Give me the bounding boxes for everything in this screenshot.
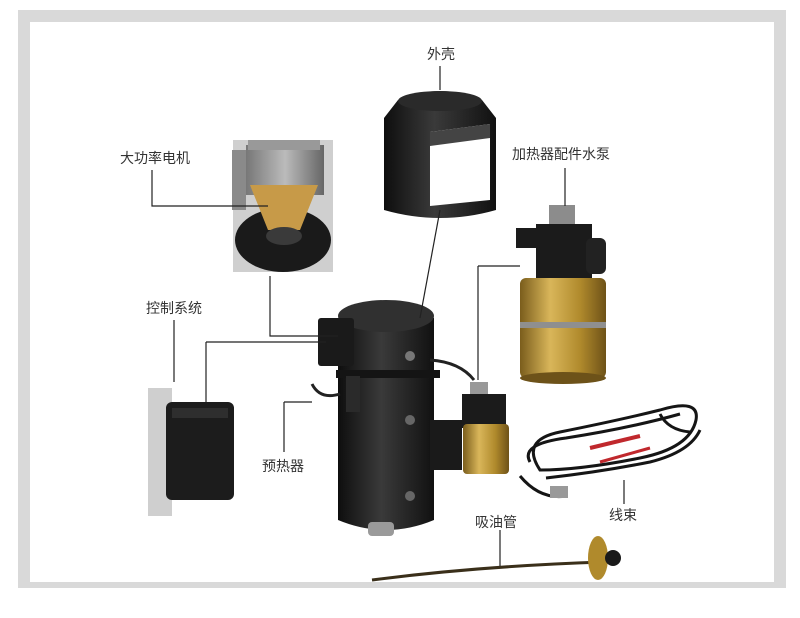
label-preheater: 预热器: [262, 459, 304, 475]
heater-body: [310, 300, 462, 536]
motor-photo: [232, 140, 333, 272]
label-wire-harness: 线束: [609, 508, 637, 524]
wire-harness: [518, 404, 702, 499]
label-housing: 外壳: [427, 47, 455, 63]
label-control-system: 控制系统: [146, 301, 202, 317]
harness-connector: [550, 486, 568, 498]
control-box: [148, 388, 234, 516]
leader-lines: [151, 66, 625, 566]
water-pump-large: [516, 205, 606, 384]
label-fuel-pipe: 吸油管: [475, 515, 517, 531]
label-water-pump: 加热器配件水泵: [512, 147, 610, 163]
label-motor: 大功率电机: [120, 151, 190, 167]
housing-shell: [384, 91, 496, 218]
water-pump-small: [429, 358, 509, 474]
fuel-pipe: [371, 536, 621, 582]
